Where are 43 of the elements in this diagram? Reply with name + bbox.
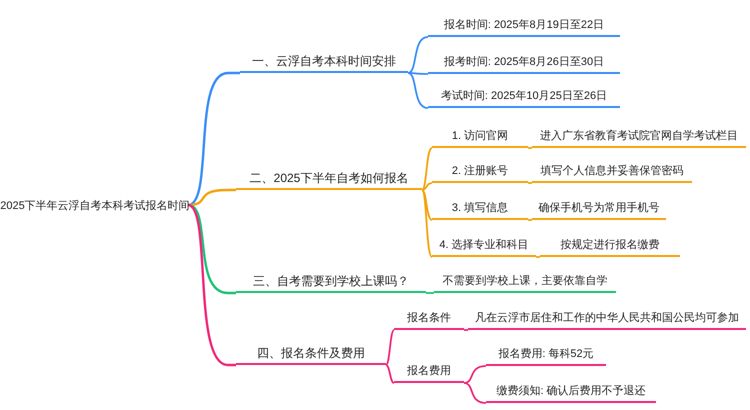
branch-topic: 填写个人信息并妥善保管密码 (532, 161, 692, 183)
branch-topic: 1. 访问官网 (432, 126, 528, 148)
branch-topic: 确保手机号为常用手机号 (532, 198, 666, 220)
branch-line (528, 182, 532, 184)
branch-line (385, 329, 395, 366)
branch-line (422, 189, 433, 221)
branch-topic: 四、报名条件及费用 (236, 343, 386, 365)
branch-line (408, 72, 429, 75)
branch-line (408, 72, 429, 109)
branch-topic: 报名时间: 2025年8月19日至22日 (428, 15, 620, 37)
branch-line (188, 204, 236, 294)
branch-line (528, 147, 532, 149)
branch-line (408, 36, 429, 74)
branch-line (422, 182, 433, 191)
branch-topic: 不需要到学校上课，主要依靠自学 (434, 271, 616, 293)
branch-line (528, 219, 532, 221)
central-topic: 2025下半年云浮自考本科考试报名时间 (2, 194, 188, 216)
branch-line (188, 72, 240, 206)
branch-line (464, 382, 487, 404)
branch-topic: 报名条件 (394, 308, 464, 330)
branch-topic: 报名费用 (394, 361, 464, 383)
branch-topic: 进入广东省教育考试院官网自学考试栏目 (532, 126, 746, 148)
branch-line (426, 292, 434, 294)
branch-line (421, 147, 433, 191)
branch-topic: 考试时间: 2025年10月25日至26日 (428, 86, 620, 108)
branch-line (188, 188, 236, 206)
branch-line (386, 364, 395, 384)
branch-line (187, 204, 236, 366)
branch-line (464, 365, 487, 384)
branch-line (464, 329, 468, 331)
branch-topic: 报名费用: 每科52元 (486, 344, 606, 366)
branch-topic: 三、自考需要到学校上课吗？ (236, 271, 426, 293)
branch-topic: 一、云浮自考本科时间安排 (240, 51, 408, 73)
branch-line (421, 189, 433, 258)
branch-topic: 凡在云浮市居住和工作的中华人民共和国公民均可参加 (468, 308, 746, 330)
branch-topic: 3. 填写信息 (432, 198, 528, 220)
branch-topic: 二、2025下半年自考如何报名 (236, 168, 422, 190)
branch-topic: 报考时间: 2025年8月26日至30日 (428, 52, 620, 74)
branch-topic: 缴费须知: 确认后费用不予退还 (486, 381, 656, 403)
branch-topic: 4. 选择专业和科目 (432, 235, 536, 257)
branch-topic: 按规定进行报名缴费 (540, 235, 680, 257)
branch-topic: 2. 注册账号 (432, 161, 528, 183)
branch-line (536, 256, 540, 258)
